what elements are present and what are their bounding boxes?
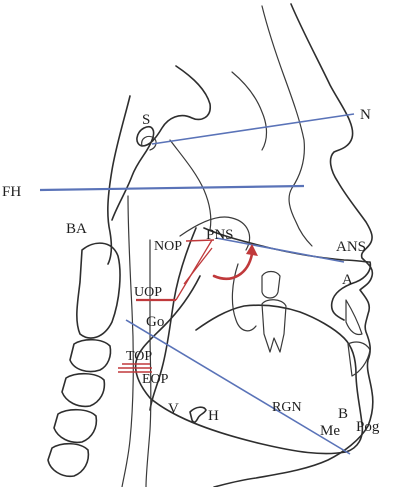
- label-n: N: [360, 107, 371, 123]
- label-b: B: [338, 406, 348, 422]
- sn-line: [152, 114, 354, 144]
- label-pog: Pog: [356, 419, 380, 435]
- mandibular-plane-line: [126, 320, 350, 454]
- label-uop: UOP: [134, 285, 162, 300]
- upper-molar: [262, 272, 280, 299]
- coronoid-process: [232, 264, 256, 331]
- label-fh: FH: [2, 184, 21, 200]
- label-h: H: [208, 408, 219, 424]
- label-go: Go: [146, 314, 164, 330]
- upper-incisor: [346, 300, 362, 335]
- posterior-cranium: [108, 96, 130, 264]
- palatal-plane-line: [216, 238, 344, 262]
- vertebra-c2: [77, 243, 120, 338]
- label-me: Me: [320, 423, 340, 439]
- label-eop: EOP: [142, 372, 169, 387]
- hyoid-bone: [190, 407, 206, 422]
- pterygoid-contour: [170, 140, 211, 230]
- rotation-arrow: [214, 254, 252, 279]
- vertebra-c5: [54, 410, 96, 443]
- label-a: A: [342, 272, 353, 288]
- label-pns: PNS: [206, 227, 234, 243]
- orbit-contour: [232, 72, 267, 150]
- label-ba: BA: [66, 221, 87, 237]
- vertebra-c3: [70, 340, 111, 372]
- label-nop: NOP: [154, 239, 182, 254]
- label-rgn: RGN: [272, 400, 302, 415]
- label-v: V: [168, 401, 179, 417]
- label-s: S: [142, 112, 150, 128]
- label-top: TOP: [126, 349, 152, 364]
- vertebra-c4: [62, 374, 104, 407]
- frankfort-horizontal-line: [40, 186, 304, 190]
- label-ans: ANS: [336, 239, 366, 255]
- vertebra-c6: [48, 444, 88, 477]
- pharyngeal-wall-posterior: [122, 196, 133, 487]
